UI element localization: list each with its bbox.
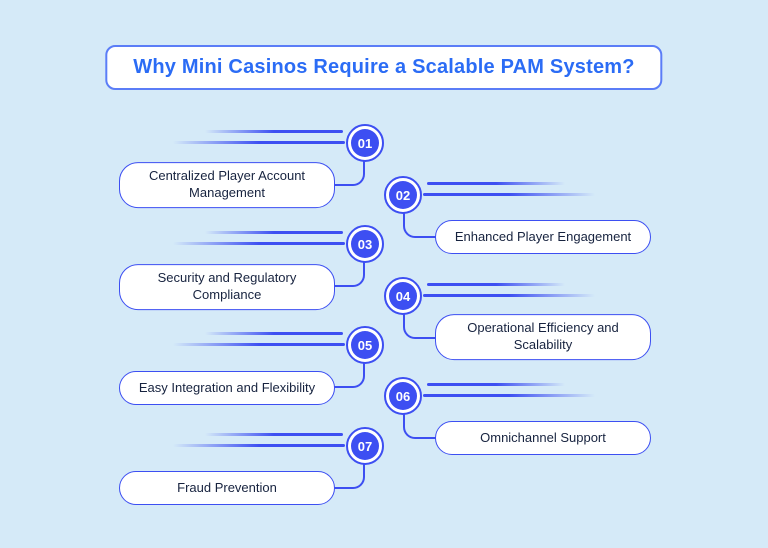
step-number-badge: 01 — [346, 124, 384, 162]
step-number: 07 — [351, 432, 379, 460]
step-label: Security and Regulatory Compliance — [157, 270, 297, 302]
step-label: Enhanced Player Engagement — [454, 228, 632, 244]
connector-line — [403, 313, 436, 339]
streak-line — [205, 130, 343, 133]
step-label-pill: Operational Efficiency and Scalability — [435, 314, 651, 360]
step-number: 05 — [351, 331, 379, 359]
connector-line — [403, 413, 436, 439]
streak-line — [173, 343, 345, 346]
connector-line — [334, 463, 365, 489]
streak-line — [173, 444, 345, 447]
connector-line — [334, 362, 365, 388]
step-label: Easy Integration and Flexibility — [138, 379, 316, 395]
step-number: 06 — [389, 382, 417, 410]
title-box: Why Mini Casinos Require a Scalable PAM … — [105, 45, 663, 90]
step-number: 02 — [389, 181, 417, 209]
step-label: Centralized Player Account Management — [148, 168, 306, 200]
step-label: Omnichannel Support — [480, 429, 606, 445]
streak-line — [423, 394, 595, 397]
step-label: Operational Efficiency and Scalability — [467, 320, 619, 352]
step-number: 04 — [389, 282, 417, 310]
connector-line — [334, 261, 365, 287]
step-number-badge: 06 — [384, 377, 422, 415]
step-label-pill: Easy Integration and Flexibility — [119, 371, 335, 405]
streak-line — [423, 294, 595, 297]
streak-line — [173, 141, 345, 144]
page-title: Why Mini Casinos Require a Scalable PAM … — [133, 56, 635, 78]
step-number-badge: 03 — [346, 225, 384, 263]
step-label-pill: Fraud Prevention — [119, 471, 335, 505]
step-label: Fraud Prevention — [177, 479, 277, 495]
streak-line — [205, 231, 343, 234]
streak-line — [423, 193, 595, 196]
streak-line — [427, 283, 565, 286]
step-number-badge: 05 — [346, 326, 384, 364]
step-label-pill: Centralized Player Account Management — [119, 162, 335, 208]
step-number: 01 — [351, 129, 379, 157]
streak-line — [173, 242, 345, 245]
connector-line — [403, 212, 436, 238]
streak-line — [427, 383, 565, 386]
step-label-pill: Enhanced Player Engagement — [435, 220, 651, 254]
step-number: 03 — [351, 230, 379, 258]
step-number-badge: 04 — [384, 277, 422, 315]
streak-line — [205, 332, 343, 335]
streak-line — [205, 433, 343, 436]
streak-line — [427, 182, 565, 185]
step-number-badge: 07 — [346, 427, 384, 465]
connector-line — [334, 160, 365, 186]
step-label-pill: Omnichannel Support — [435, 421, 651, 455]
step-label-pill: Security and Regulatory Compliance — [119, 264, 335, 310]
step-number-badge: 02 — [384, 176, 422, 214]
